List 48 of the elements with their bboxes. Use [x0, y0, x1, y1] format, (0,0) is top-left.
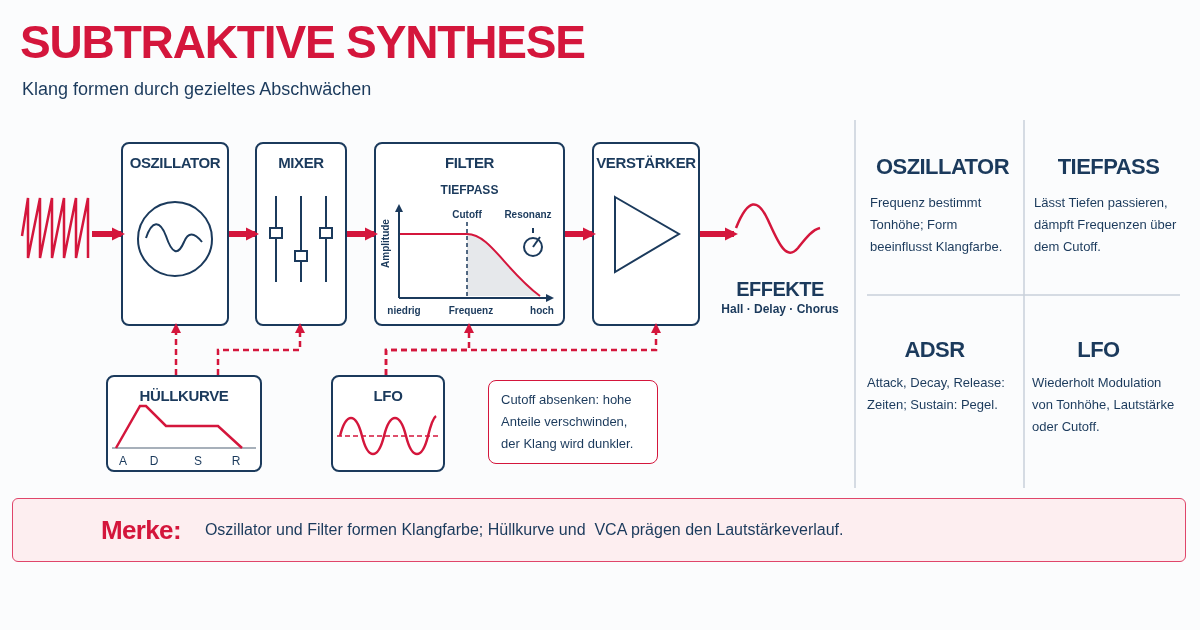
module-box	[331, 375, 445, 472]
card-heading: LFO	[1076, 336, 1121, 364]
note-box	[488, 380, 658, 464]
module-title: MIXER	[278, 153, 324, 173]
effects-heading: EFFEKTE	[736, 277, 824, 302]
dashed-arrow	[216, 323, 305, 375]
dashed-arrow	[384, 323, 661, 375]
phase-label: S	[193, 453, 203, 470]
signal-arrow	[229, 227, 259, 241]
dashed-arrow	[171, 323, 181, 375]
module-title: LFO	[373, 386, 403, 406]
subtitle: Klang formen durch gezieltes Abschwächen	[22, 78, 372, 101]
card-text: Frequenz bestimmt Tonhöhe; Form beeinflusst Klangfarbe.	[870, 194, 1004, 256]
module-box	[374, 142, 565, 326]
axis-label: hoch	[529, 304, 555, 318]
card-heading: ADSR	[903, 336, 966, 364]
module-box	[106, 375, 262, 472]
signal-arrow	[347, 227, 378, 241]
axis-label: Frequenz	[447, 304, 495, 318]
card-heading: TIEFPASS	[1056, 153, 1161, 181]
module-box	[592, 142, 700, 326]
module-box	[121, 142, 229, 326]
card-text: Wiederholt Modulation von Tonhöhe, Lautstärke oder Cutoff.	[1032, 374, 1176, 436]
card-text: Lässt Tiefen passieren, dämpft Frequenzen über dem Cutoff.	[1034, 194, 1178, 256]
module-title: OSZILLATOR	[129, 153, 221, 173]
module-title: FILTER	[444, 153, 495, 173]
module-title: HÜLLKURVE	[139, 386, 229, 406]
card-heading: OSZILLATOR	[875, 153, 1010, 181]
summary-band	[12, 498, 1186, 562]
title: SUBTRAKTIVE SYNTHESE	[20, 15, 585, 70]
axis-label: Cutoff	[451, 208, 483, 222]
axis-label: Amplitude	[378, 218, 392, 270]
phase-label: D	[148, 453, 160, 470]
summary-heading: Merke:	[101, 513, 181, 547]
signal-arrow	[92, 227, 125, 241]
signal-arrow	[700, 227, 738, 241]
module-title: VERSTÄRKER	[596, 153, 696, 173]
axis-label: Resonanz	[503, 208, 553, 222]
signal-arrow	[565, 227, 596, 241]
module-subtitle: TIEFPASS	[440, 181, 499, 199]
card-text: Attack, Decay, Release: Zeiten; Sustain: Pegel.	[867, 374, 1006, 414]
phase-label: R	[230, 453, 242, 470]
effects-text: Hall · Delay · Chorus	[721, 301, 839, 318]
module-box	[255, 142, 347, 326]
note-text: Cutoff absenken: hohe Anteile verschwinden, der Klang wird dunkler.	[501, 391, 635, 453]
summary-text: Oszillator und Filter formen Klangfarbe; Hüllkurve und VCA prägen den Lautstärkeverlauf.	[204, 520, 844, 540]
axis-label: niedrig	[386, 304, 422, 318]
phase-label: A	[118, 453, 128, 470]
